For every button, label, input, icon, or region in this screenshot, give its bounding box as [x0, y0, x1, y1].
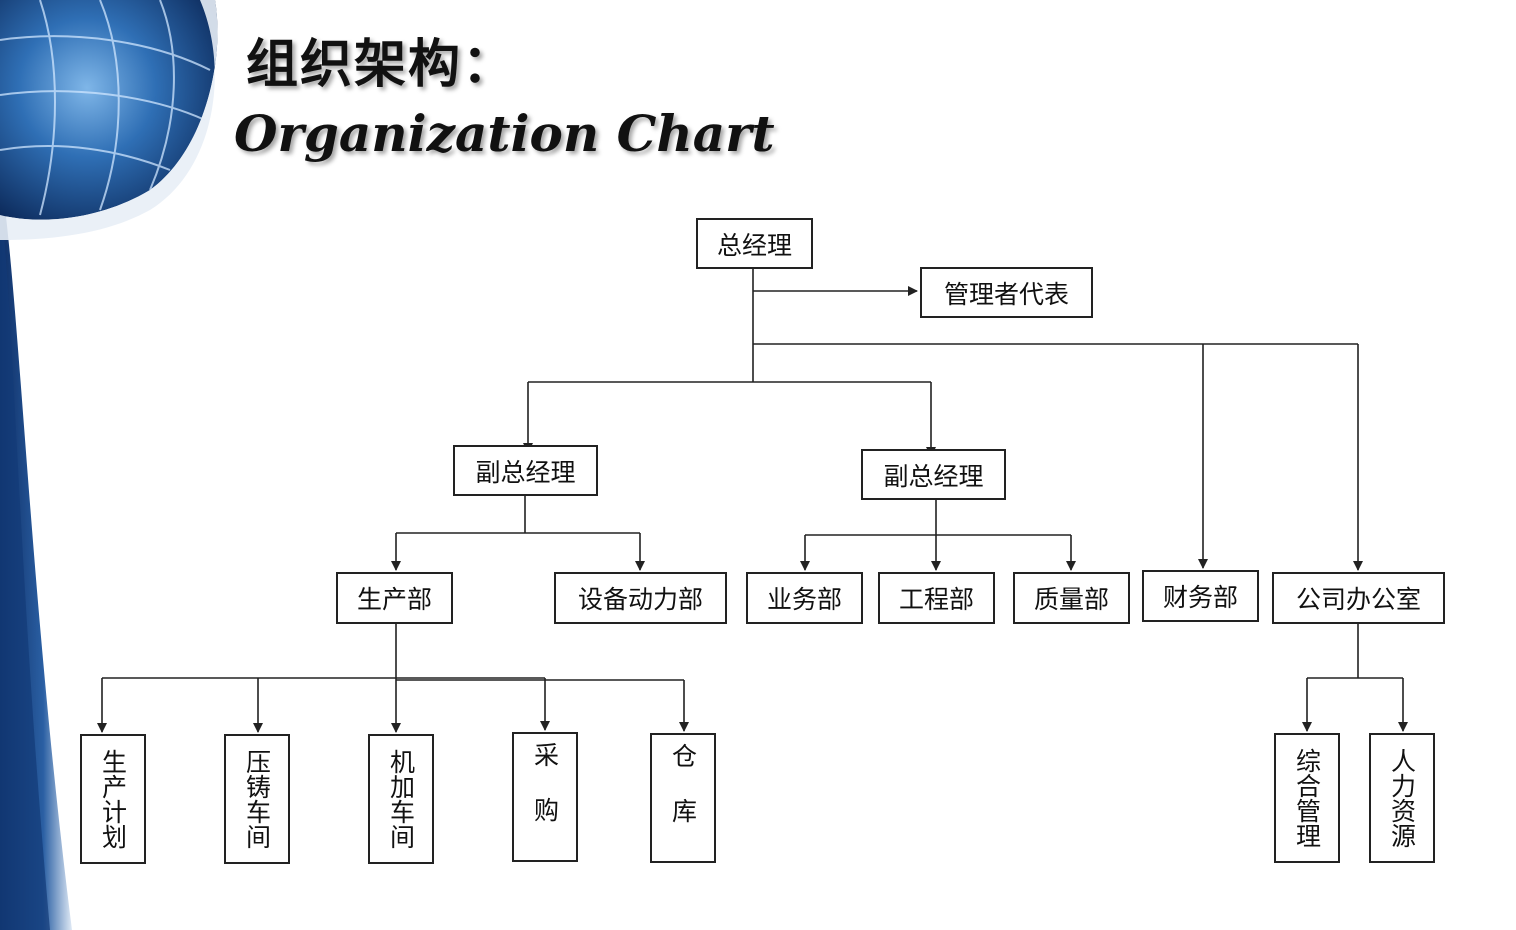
node-general-management: 综合管理 — [1274, 733, 1340, 863]
node-human-resources: 人力资源 — [1369, 733, 1435, 863]
node-management-representative: 管理者代表 — [920, 267, 1093, 318]
page-title-english: Organization Chart — [234, 104, 775, 163]
page-title-chinese: 组织架构： — [246, 35, 517, 95]
node-deputy-gm-right: 副总经理 — [861, 449, 1006, 500]
node-quality-dept: 质量部 — [1013, 572, 1130, 624]
node-warehouse: 仓库 — [650, 733, 716, 863]
node-finance-dept: 财务部 — [1142, 570, 1259, 622]
node-deputy-gm-left: 副总经理 — [453, 445, 598, 496]
node-business-dept: 业务部 — [746, 572, 863, 624]
node-engineering-dept: 工程部 — [878, 572, 995, 624]
node-production-dept: 生产部 — [336, 572, 453, 624]
node-general-manager: 总经理 — [696, 218, 813, 269]
node-die-casting-workshop: 压铸车间 — [224, 734, 290, 864]
node-purchasing: 采购 — [512, 732, 578, 862]
node-equipment-power-dept: 设备动力部 — [554, 572, 727, 624]
node-company-office: 公司办公室 — [1272, 572, 1445, 624]
node-machining-workshop: 机加车间 — [368, 734, 434, 864]
node-production-planning: 生产计划 — [80, 734, 146, 864]
